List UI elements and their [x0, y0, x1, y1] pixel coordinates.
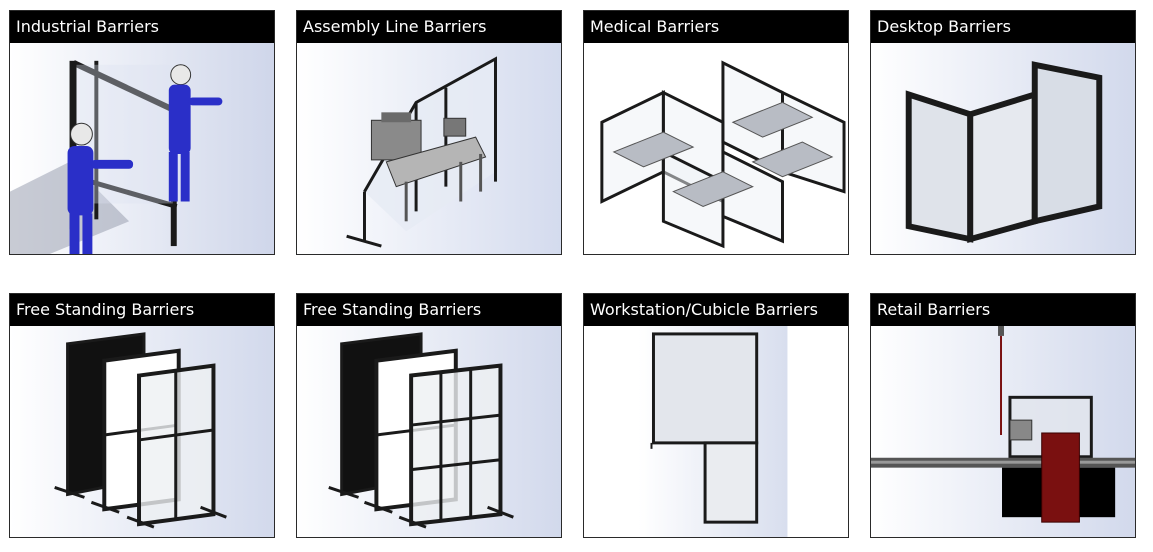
- card-assembly-line-barriers[interactable]: Assembly Line Barriers: [296, 10, 562, 255]
- card-title: Free Standing Barriers: [10, 294, 274, 326]
- medical-barriers-image: [584, 43, 848, 254]
- workstation-cubicle-barriers-image: [584, 326, 848, 537]
- card-title: Assembly Line Barriers: [297, 11, 561, 43]
- desktop-barriers-image: [871, 43, 1135, 254]
- card-title: Retail Barriers: [871, 294, 1135, 326]
- card-medical-barriers[interactable]: Medical Barriers: [583, 10, 849, 255]
- retail-barriers-image: [871, 326, 1135, 537]
- card-title: Industrial Barriers: [10, 11, 274, 43]
- card-title: Workstation/Cubicle Barriers: [584, 294, 848, 326]
- card-retail-barriers[interactable]: Retail Barriers: [870, 293, 1136, 538]
- card-title: Desktop Barriers: [871, 11, 1135, 43]
- card-desktop-barriers[interactable]: Desktop Barriers: [870, 10, 1136, 255]
- assembly-line-barriers-image: [297, 43, 561, 254]
- card-workstation-cubicle-barriers[interactable]: Workstation/Cubicle Barriers: [583, 293, 849, 538]
- free-standing-barriers-image: [297, 326, 561, 537]
- card-free-standing-barriers-2[interactable]: Free Standing Barriers: [296, 293, 562, 538]
- card-title: Medical Barriers: [584, 11, 848, 43]
- industrial-barriers-image: [10, 43, 274, 254]
- card-title: Free Standing Barriers: [297, 294, 561, 326]
- card-industrial-barriers[interactable]: Industrial Barriers: [9, 10, 275, 255]
- free-standing-barriers-image: [10, 326, 274, 537]
- card-free-standing-barriers-1[interactable]: Free Standing Barriers: [9, 293, 275, 538]
